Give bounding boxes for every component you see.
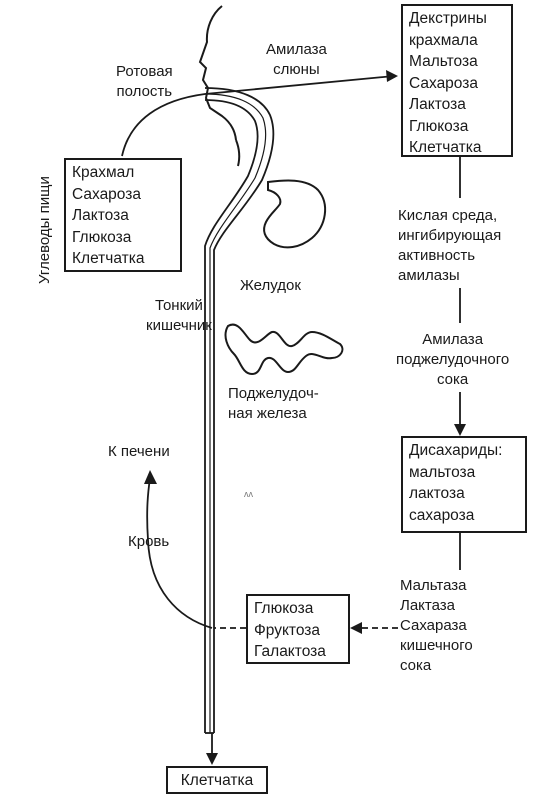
dextrins-item: Сахароза <box>409 74 478 92</box>
dextrins-item: Глюкоза <box>409 117 469 135</box>
pancreas-shape <box>224 323 344 376</box>
fiber-box: Клетчатка <box>166 766 268 794</box>
saliva-amylase-label: Амилаза слюны <box>266 41 327 78</box>
dextrins-item: Декстрины <box>409 10 487 27</box>
stomach-shape <box>263 179 327 249</box>
tube-inner <box>204 99 259 733</box>
arrowhead-to-monosaccharides <box>350 622 362 634</box>
dextrins-item: Мальтоза <box>409 53 478 70</box>
arrowhead-to-fiber <box>206 753 218 765</box>
monosaccharides-item: Глюкоза <box>254 600 314 617</box>
head-profile <box>198 5 237 141</box>
oral-cavity-label: Ротовая полость <box>116 63 173 100</box>
monosaccharides-item: Галактоза <box>254 643 326 660</box>
acid-environment-label: Кислая среда, ингибирующая активность ам… <box>398 207 502 284</box>
fiber-label: Клетчатка <box>180 772 254 789</box>
disaccharides-item: сахароза <box>409 506 475 524</box>
small-intestine-label: Тонкий кишечник <box>146 297 212 334</box>
arrowhead-to-dextrins <box>386 70 398 82</box>
intestinal-enzymes-label: Мальтаза Лактаза Сахараза кишечного сока <box>400 577 473 674</box>
disaccharides-item: мальтоза <box>409 463 476 481</box>
food-carb-item: Сахароза <box>72 185 141 203</box>
tube-middle <box>204 93 267 733</box>
arrowhead-to-liver <box>144 470 157 484</box>
disaccharides-item: лактоза <box>409 485 465 502</box>
monosaccharides-item: Фруктоза <box>254 621 321 639</box>
blood-to-liver-arrow <box>146 477 213 629</box>
saliva-amylase-arrow <box>121 75 395 157</box>
food-carbs-box: Крахмал Сахароза Лактоза Глюкоза Клетчат… <box>64 158 182 272</box>
blood-label: Кровь <box>128 533 170 550</box>
dextrins-box: Декстрины крахмала Мальтоза Сахароза Лак… <box>401 4 513 157</box>
food-carb-item: Клетчатка <box>72 250 145 267</box>
neck-line <box>235 139 241 167</box>
tube-outer <box>204 87 275 733</box>
to-liver-label: К печени <box>108 443 170 460</box>
dextrins-item: Клетчатка <box>409 139 482 156</box>
faint-mark: ʌʌ <box>244 489 254 499</box>
disaccharides-item: Дисахариды: <box>409 442 503 459</box>
dextrins-item: крахмала <box>409 31 478 49</box>
pancreatic-amylase-label: Амилаза поджелудочного сока <box>396 331 510 388</box>
pancreas-label: Поджелудоч- ная железа <box>228 385 319 422</box>
stomach-label: Желудок <box>240 277 301 294</box>
food-carb-item: Глюкоза <box>72 228 132 246</box>
dextrins-item: Лактоза <box>409 96 466 113</box>
arrowhead-to-disaccharides <box>454 424 466 436</box>
disaccharides-box: Дисахариды: мальтоза лактоза сахароза <box>401 436 527 533</box>
food-carb-item: Крахмал <box>72 164 135 181</box>
monosaccharides-box: Глюкоза Фруктоза Галактоза <box>246 594 350 664</box>
food-carb-item: Лактоза <box>72 207 129 224</box>
food-carbs-title: Углеводы пищи <box>36 176 53 284</box>
